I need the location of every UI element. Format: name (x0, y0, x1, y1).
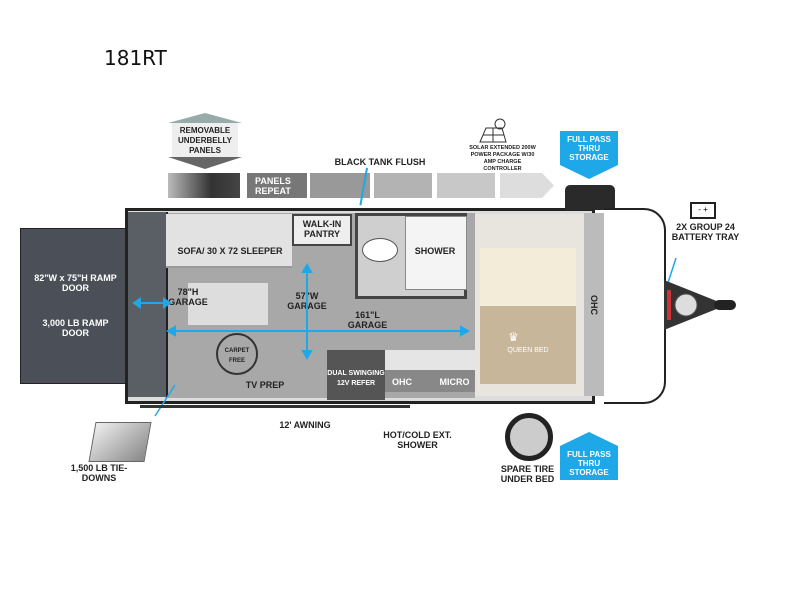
shower (405, 216, 467, 290)
pantry-label: WALK-IN PANTRY (302, 219, 342, 239)
awning (140, 405, 410, 408)
panels-arrow-icon (500, 173, 555, 203)
underbelly-label: REMOVABLE UNDERBELLY PANELS (178, 126, 232, 155)
spare-tire-label: SPARE TIRE UNDER BED (500, 464, 555, 484)
battery-icon: - + (690, 202, 716, 219)
carpet-free-badge (216, 333, 258, 375)
underbelly-panels (168, 173, 240, 198)
toilet-icon (362, 238, 398, 262)
garage-length-label: 161"L GARAGE (347, 310, 388, 330)
storage-top-label: FULL PASS THRU STORAGE (560, 131, 618, 165)
storage-arrow-bottom: FULL PASS THRU STORAGE (560, 432, 618, 480)
front-cap (604, 208, 666, 404)
panel (374, 173, 432, 198)
refrigerator (327, 350, 385, 400)
ottoman (188, 283, 268, 325)
garage-height-label: 78"H GARAGE (168, 287, 208, 307)
model-title: 181RT (104, 46, 167, 70)
panels-repeat-box: PANELS REPEAT (247, 173, 307, 198)
bed-label: QUEEN BED (507, 347, 549, 354)
solar-label: SOLAR EXTENDED 200W POWER PACKAGE W/30 A… (469, 145, 536, 172)
refer-label: DUAL SWINGING 12V REFER (327, 370, 385, 387)
shower-label: SHOWER (414, 246, 456, 256)
battery-label: 2X GROUP 24 BATTERY TRAY (671, 222, 740, 242)
storage-bottom-label: FULL PASS THRU STORAGE (560, 446, 618, 480)
solar-panel-icon (478, 116, 508, 149)
underbelly-arrow-icon (168, 113, 242, 169)
bed-blanket (480, 306, 576, 384)
ohc-front-label: OHC (589, 295, 599, 315)
panel (437, 173, 495, 198)
tv-prep-label: TV PREP (245, 380, 285, 390)
carpet-free-label: CARPET FREE (224, 348, 250, 364)
front-ohc (584, 213, 604, 396)
ramp-capacity-label: 3,000 LB RAMP DOOR (42, 318, 109, 338)
sofa-label: SOFA/ 30 X 72 SLEEPER (177, 246, 283, 256)
spare-tire-icon (505, 413, 553, 461)
crown-icon: ♛ (508, 330, 519, 344)
storage-box (565, 185, 615, 210)
ohc-kitchen-label: OHC (392, 377, 412, 387)
ramp-size-label: 82"W x 75"H RAMP DOOR (34, 273, 117, 293)
tie-downs-label: 1,500 LB TIE-DOWNS (70, 463, 128, 483)
pantry (292, 214, 352, 246)
awning-label: 12' AWNING (279, 420, 331, 430)
micro-label: MICRO (439, 377, 470, 387)
panels-repeat-label: PANELS REPEAT (255, 176, 291, 196)
storage-arrow-top: FULL PASS THRU STORAGE (560, 131, 618, 179)
black-tank-label: BLACK TANK FLUSH (334, 157, 426, 167)
sofa (166, 214, 292, 268)
ohc-micro-cabinet (385, 370, 480, 392)
hitch-icon (664, 280, 736, 330)
panel (310, 173, 370, 198)
tie-down-icon (88, 422, 152, 462)
ext-shower-label: HOT/COLD EXT. SHOWER (383, 430, 452, 450)
